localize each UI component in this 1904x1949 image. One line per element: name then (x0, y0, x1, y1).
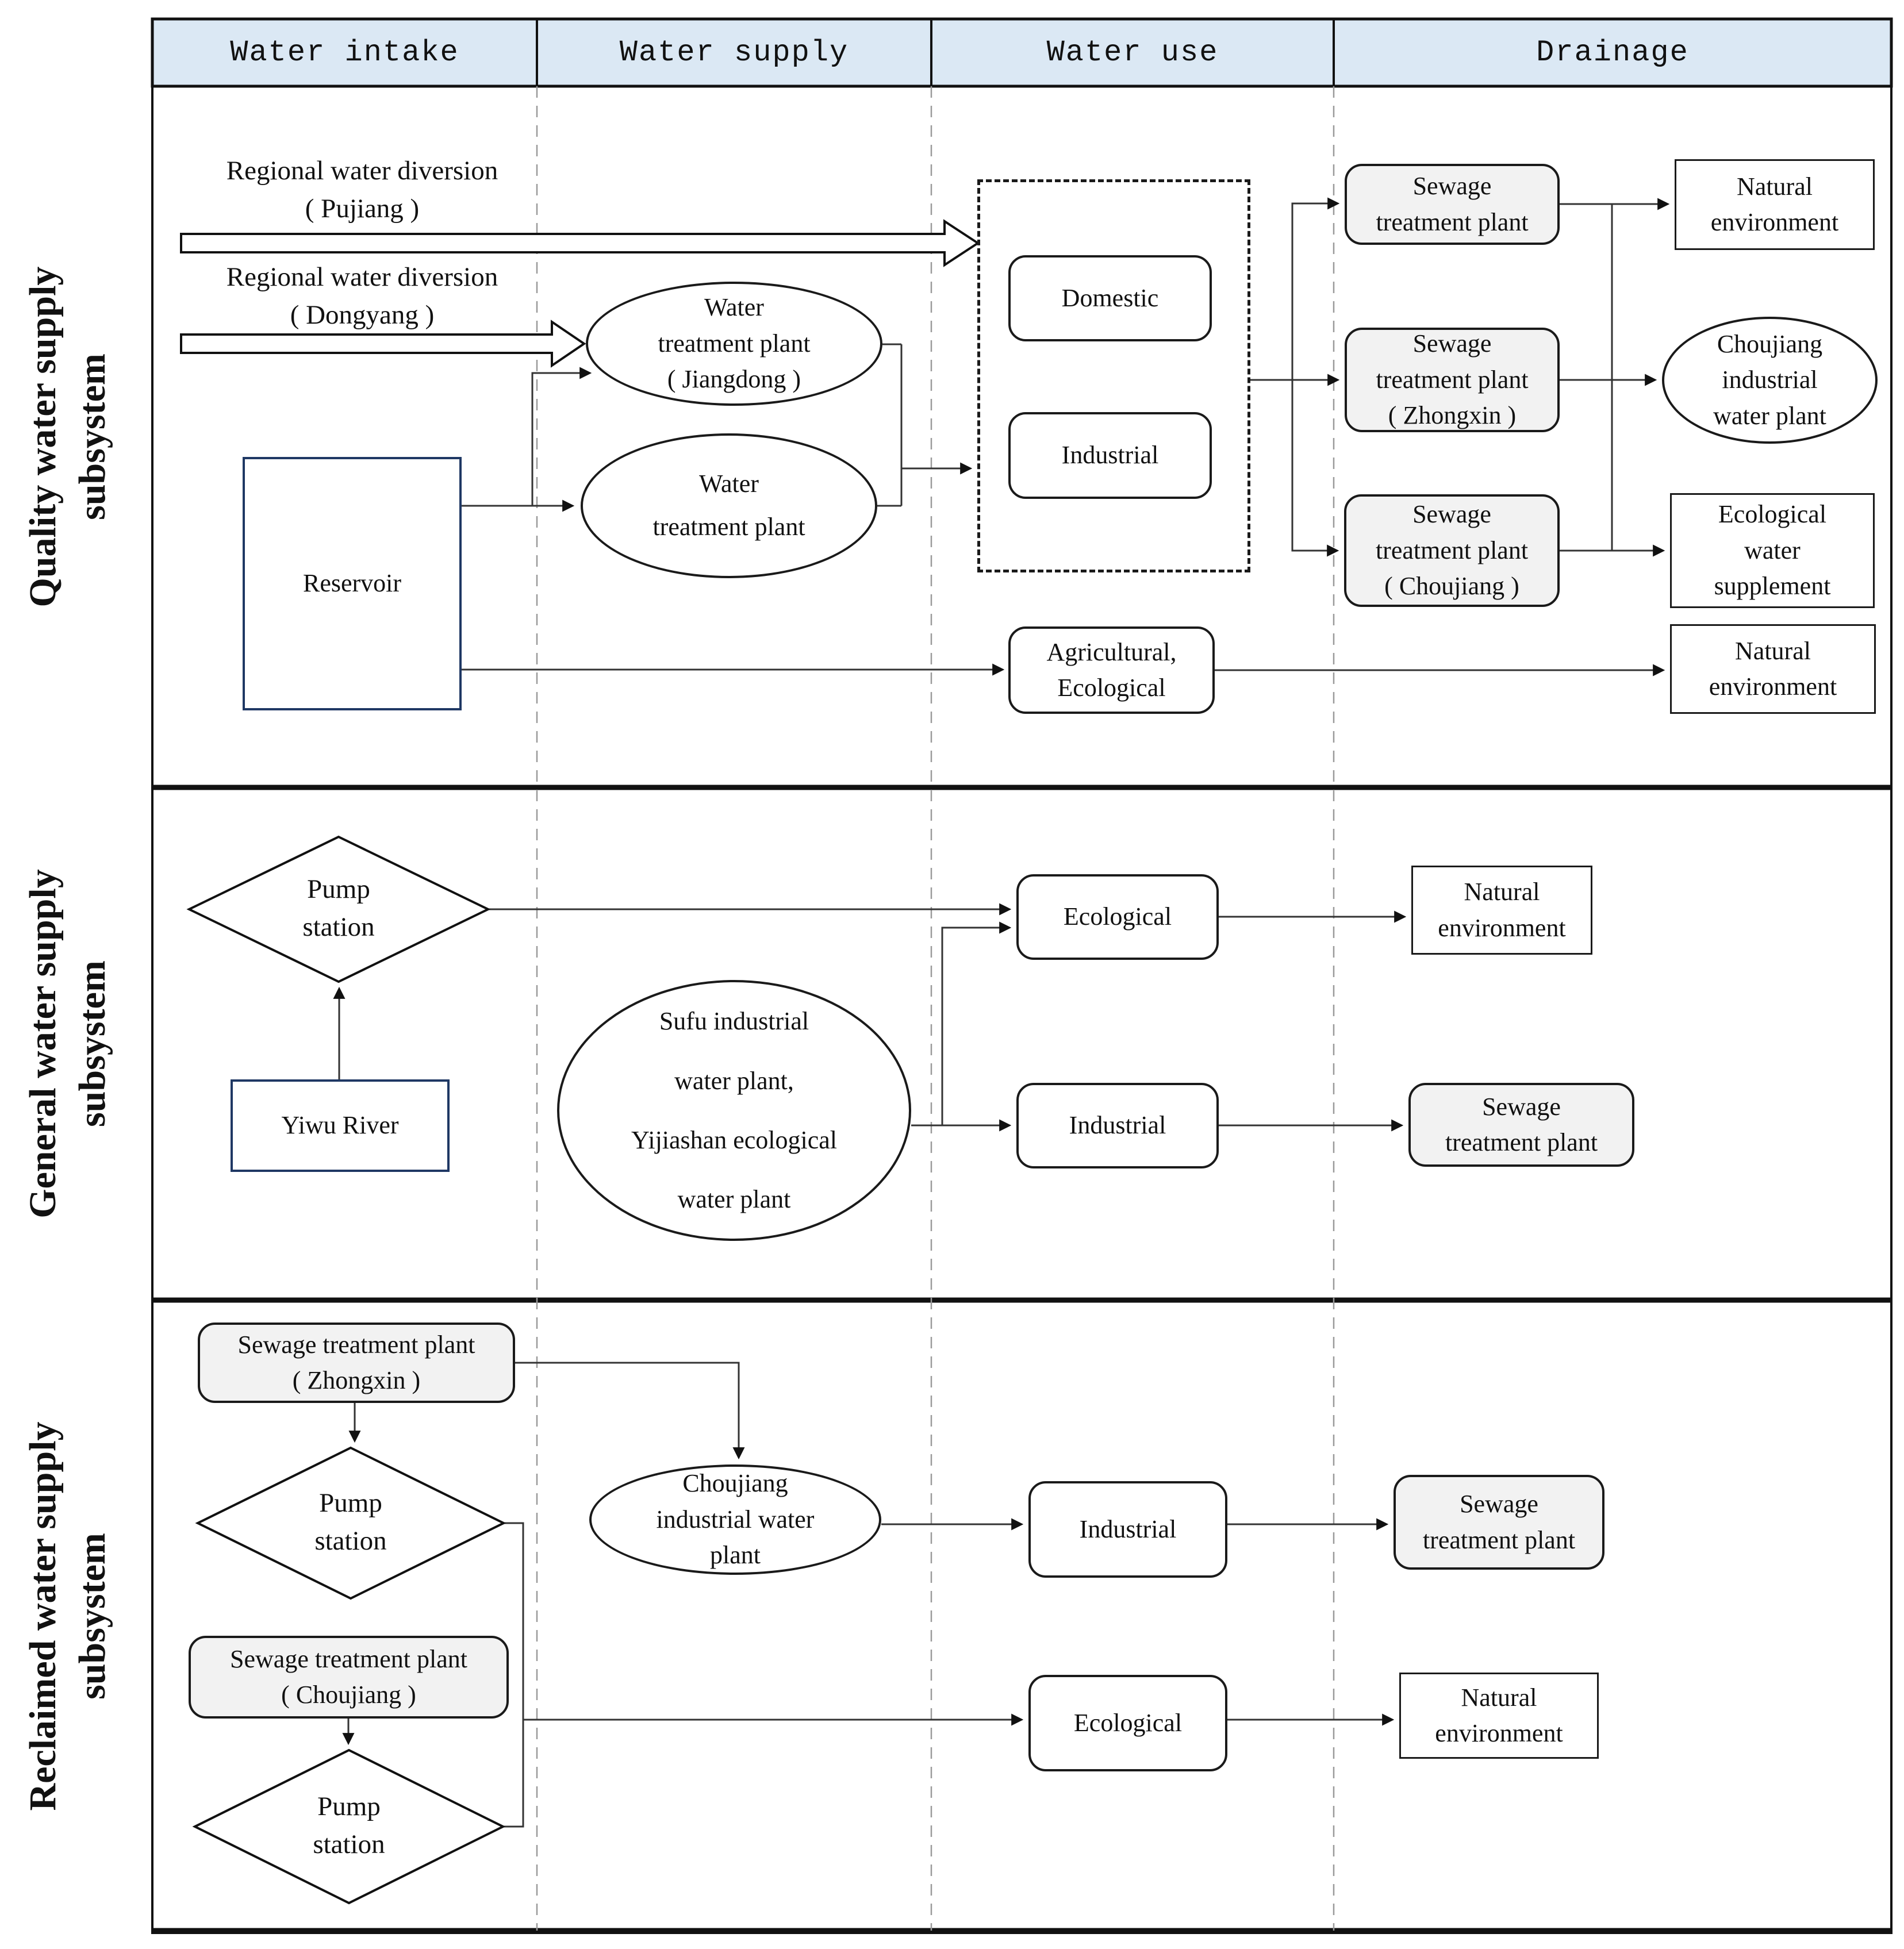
trunk-connectors (503, 204, 1613, 1828)
node-sewage-treatment-plant-choujiang: Sewage treatment plant ( Choujiang ) (1344, 494, 1560, 607)
node-natural-environment: Natural environment (1399, 1673, 1599, 1759)
node-industrial: Industrial (1008, 412, 1212, 499)
pujiang-flow-arrow (180, 219, 980, 267)
node-pump-station-label: Pump station (313, 1792, 385, 1859)
node-ecological-water-supplement: Ecological water supplement (1670, 493, 1875, 608)
subsystem-label-general: General water supply subsystem (22, 869, 113, 1218)
pump-station-diamond (186, 835, 491, 983)
node-sewage-treatment-plant-choujiang: Sewage treatment plant ( Choujiang ) (189, 1636, 509, 1719)
node-water-treatment-plant-jiangdong: Water treatment plant ( Jiangdong ) (586, 282, 882, 406)
table-frame (151, 17, 1893, 1934)
pump-station-diamond (195, 1446, 506, 1600)
node-natural-environment: Natural environment (1411, 866, 1592, 955)
label-regional-diversion-pujiang: Regional water diversion ( Pujiang ) (226, 156, 498, 224)
node-sewage-treatment-plant: Sewage treatment plant (1394, 1475, 1604, 1570)
node-industrial: Industrial (1028, 1481, 1227, 1578)
flow-connectors (333, 197, 1670, 1746)
node-yiwu-river: Yiwu River (231, 1079, 450, 1172)
label-regional-diversion-dongyang: Regional water diversion ( Dongyang ) (226, 262, 498, 330)
column-header-water-use: Water use (1046, 36, 1219, 70)
node-ecological: Ecological (1028, 1675, 1227, 1771)
node-sewage-treatment-plant: Sewage treatment plant (1408, 1083, 1634, 1167)
node-choujiang-industrial-water-plant: Choujiang industrial water plant (589, 1464, 881, 1575)
node-ecological: Ecological (1016, 874, 1219, 960)
node-agricultural-ecological: Agricultural, Ecological (1008, 626, 1215, 714)
node-choujiang-industrial-water-plant: Choujiang industrial water plant (1662, 317, 1878, 444)
node-sufu-yijiashan-plants: Sufu industrial water plant, Yijiashan e… (557, 980, 911, 1241)
column-separators (536, 86, 1335, 1931)
node-natural-environment: Natural environment (1670, 624, 1876, 714)
node-domestic: Domestic (1008, 255, 1212, 341)
column-header-drainage: Drainage (1536, 36, 1689, 70)
node-sewage-treatment-plant-zhongxin: Sewage treatment plant ( Zhongxin ) (198, 1323, 515, 1403)
node-natural-environment: Natural environment (1675, 159, 1875, 250)
node-water-treatment-plant: Water treatment plant (581, 433, 877, 578)
node-pump-station-label: Pump station (302, 874, 375, 942)
column-header-water-intake: Water intake (230, 36, 459, 70)
node-industrial: Industrial (1016, 1083, 1219, 1168)
subsystem-label-quality: Quality water supply subsystem (22, 266, 113, 608)
dongyang-flow-arrow (180, 320, 586, 368)
node-sewage-treatment-plant: Sewage treatment plant (1345, 164, 1560, 245)
subsystem-label-reclaimed: Reclaimed water supply subsystem (22, 1421, 113, 1811)
header-strip (152, 19, 1891, 86)
pump-station-diamond (192, 1748, 506, 1905)
node-sewage-treatment-plant-zhongxin: Sewage treatment plant ( Zhongxin ) (1345, 328, 1560, 432)
column-header-water-supply: Water supply (619, 36, 849, 70)
node-reservoir: Reservoir (243, 457, 462, 710)
water-use-group-box (977, 179, 1250, 572)
node-pump-station-label: Pump station (314, 1488, 387, 1556)
